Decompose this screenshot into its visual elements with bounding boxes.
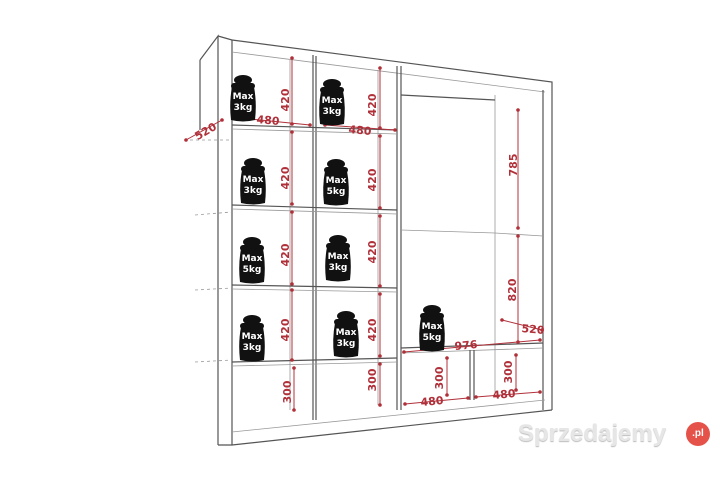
arrowhead-icon — [393, 128, 397, 132]
arrowhead-icon — [402, 350, 406, 354]
dimension-label: 420 — [366, 240, 379, 263]
arrowhead-icon — [514, 353, 518, 357]
wardrobe-outline — [190, 34, 553, 446]
weight-load: 3kg — [323, 107, 342, 117]
weight-label: Max — [422, 322, 443, 332]
arrowhead-icon — [538, 390, 542, 394]
dimension-label: 480 — [492, 387, 516, 402]
arrowhead-icon — [445, 356, 449, 360]
arrowhead-icon — [290, 210, 294, 214]
dimension-arrows: 420 420 420 420 420 420 420 420 300 300 300 300 480 4… — [184, 56, 545, 412]
arrowhead-icon — [378, 66, 382, 70]
dimension-label: 420 — [279, 88, 292, 111]
arrowhead-icon — [290, 288, 294, 292]
arrowhead-icon — [403, 402, 407, 406]
weight-icons: Max3kgMax3kgMax3kgMax5kgMax5kgMax3kgMax3… — [230, 75, 445, 362]
arrowhead-icon — [290, 130, 294, 134]
arrowhead-icon — [516, 234, 520, 238]
arrowhead-icon — [445, 393, 449, 397]
weight-label: Max — [243, 175, 264, 185]
weight-label: Max — [242, 254, 263, 264]
weight-label: Max — [336, 328, 357, 338]
weight-label: Max — [328, 252, 349, 262]
arrowhead-icon — [474, 395, 478, 399]
arrowhead-icon — [308, 123, 312, 127]
arrowhead-icon — [516, 108, 520, 112]
dimension-label: 420 — [366, 93, 379, 116]
arrowhead-icon — [378, 403, 382, 407]
arrowhead-icon — [378, 292, 382, 296]
dimension-line — [185, 119, 223, 141]
arrowhead-icon — [292, 366, 296, 370]
weight-load: 5kg — [327, 187, 346, 197]
weight-load: 5kg — [243, 265, 262, 275]
dimension-label: 480 — [256, 113, 280, 128]
dimension-label: 976 — [454, 338, 478, 353]
watermark-badge: .pl — [686, 422, 710, 446]
arrowhead-icon — [184, 138, 188, 142]
weight-label: Max — [322, 96, 343, 106]
arrowhead-icon — [290, 358, 294, 362]
dimension-label: 420 — [279, 318, 292, 341]
arrowhead-icon — [378, 206, 382, 210]
arrowhead-icon — [538, 338, 542, 342]
dimension-line — [324, 124, 396, 131]
dimension-label: 300 — [502, 360, 515, 383]
dimension-label: 420 — [279, 166, 292, 189]
arrowhead-icon — [516, 226, 520, 230]
dimension-label: 420 — [279, 243, 292, 266]
dimension-label: 300 — [433, 366, 446, 389]
dimension-label: 300 — [281, 380, 294, 403]
arrowhead-icon — [290, 202, 294, 206]
arrowhead-icon — [378, 284, 382, 288]
dimension-label: 420 — [366, 318, 379, 341]
dimension-label: 480 — [348, 123, 372, 138]
arrowhead-icon — [378, 214, 382, 218]
weight-load: 3kg — [329, 263, 348, 273]
dimension-label: 480 — [420, 394, 444, 409]
arrowhead-icon — [500, 318, 504, 322]
arrowhead-icon — [514, 388, 518, 392]
dimension-label: 820 — [506, 278, 519, 301]
dimension-line — [501, 319, 543, 331]
arrowhead-icon — [378, 134, 382, 138]
weight-load: 3kg — [244, 186, 263, 196]
weight-load: 3kg — [337, 339, 356, 349]
weight-load: 3kg — [243, 343, 262, 353]
arrowhead-icon — [290, 56, 294, 60]
weight-label: Max — [326, 176, 347, 186]
arrowhead-icon — [292, 408, 296, 412]
dimension-line — [475, 391, 541, 398]
arrowhead-icon — [378, 354, 382, 358]
arrowhead-icon — [220, 118, 224, 122]
arrowhead-icon — [540, 328, 544, 332]
arrowhead-icon — [466, 396, 470, 400]
weight-label: Max — [233, 92, 254, 102]
dimension-label: 300 — [366, 368, 379, 391]
dimension-label: 520 — [521, 322, 545, 337]
watermark-logo: Sprzedajemy — [518, 420, 667, 447]
dimension-label: 420 — [366, 168, 379, 191]
dimension-line — [404, 397, 469, 405]
arrowhead-icon — [290, 282, 294, 286]
weight-label: Max — [242, 332, 263, 342]
dimension-label: 785 — [507, 154, 520, 177]
weight-load: 3kg — [234, 103, 253, 113]
arrowhead-icon — [378, 362, 382, 366]
weight-load: 5kg — [423, 333, 442, 343]
